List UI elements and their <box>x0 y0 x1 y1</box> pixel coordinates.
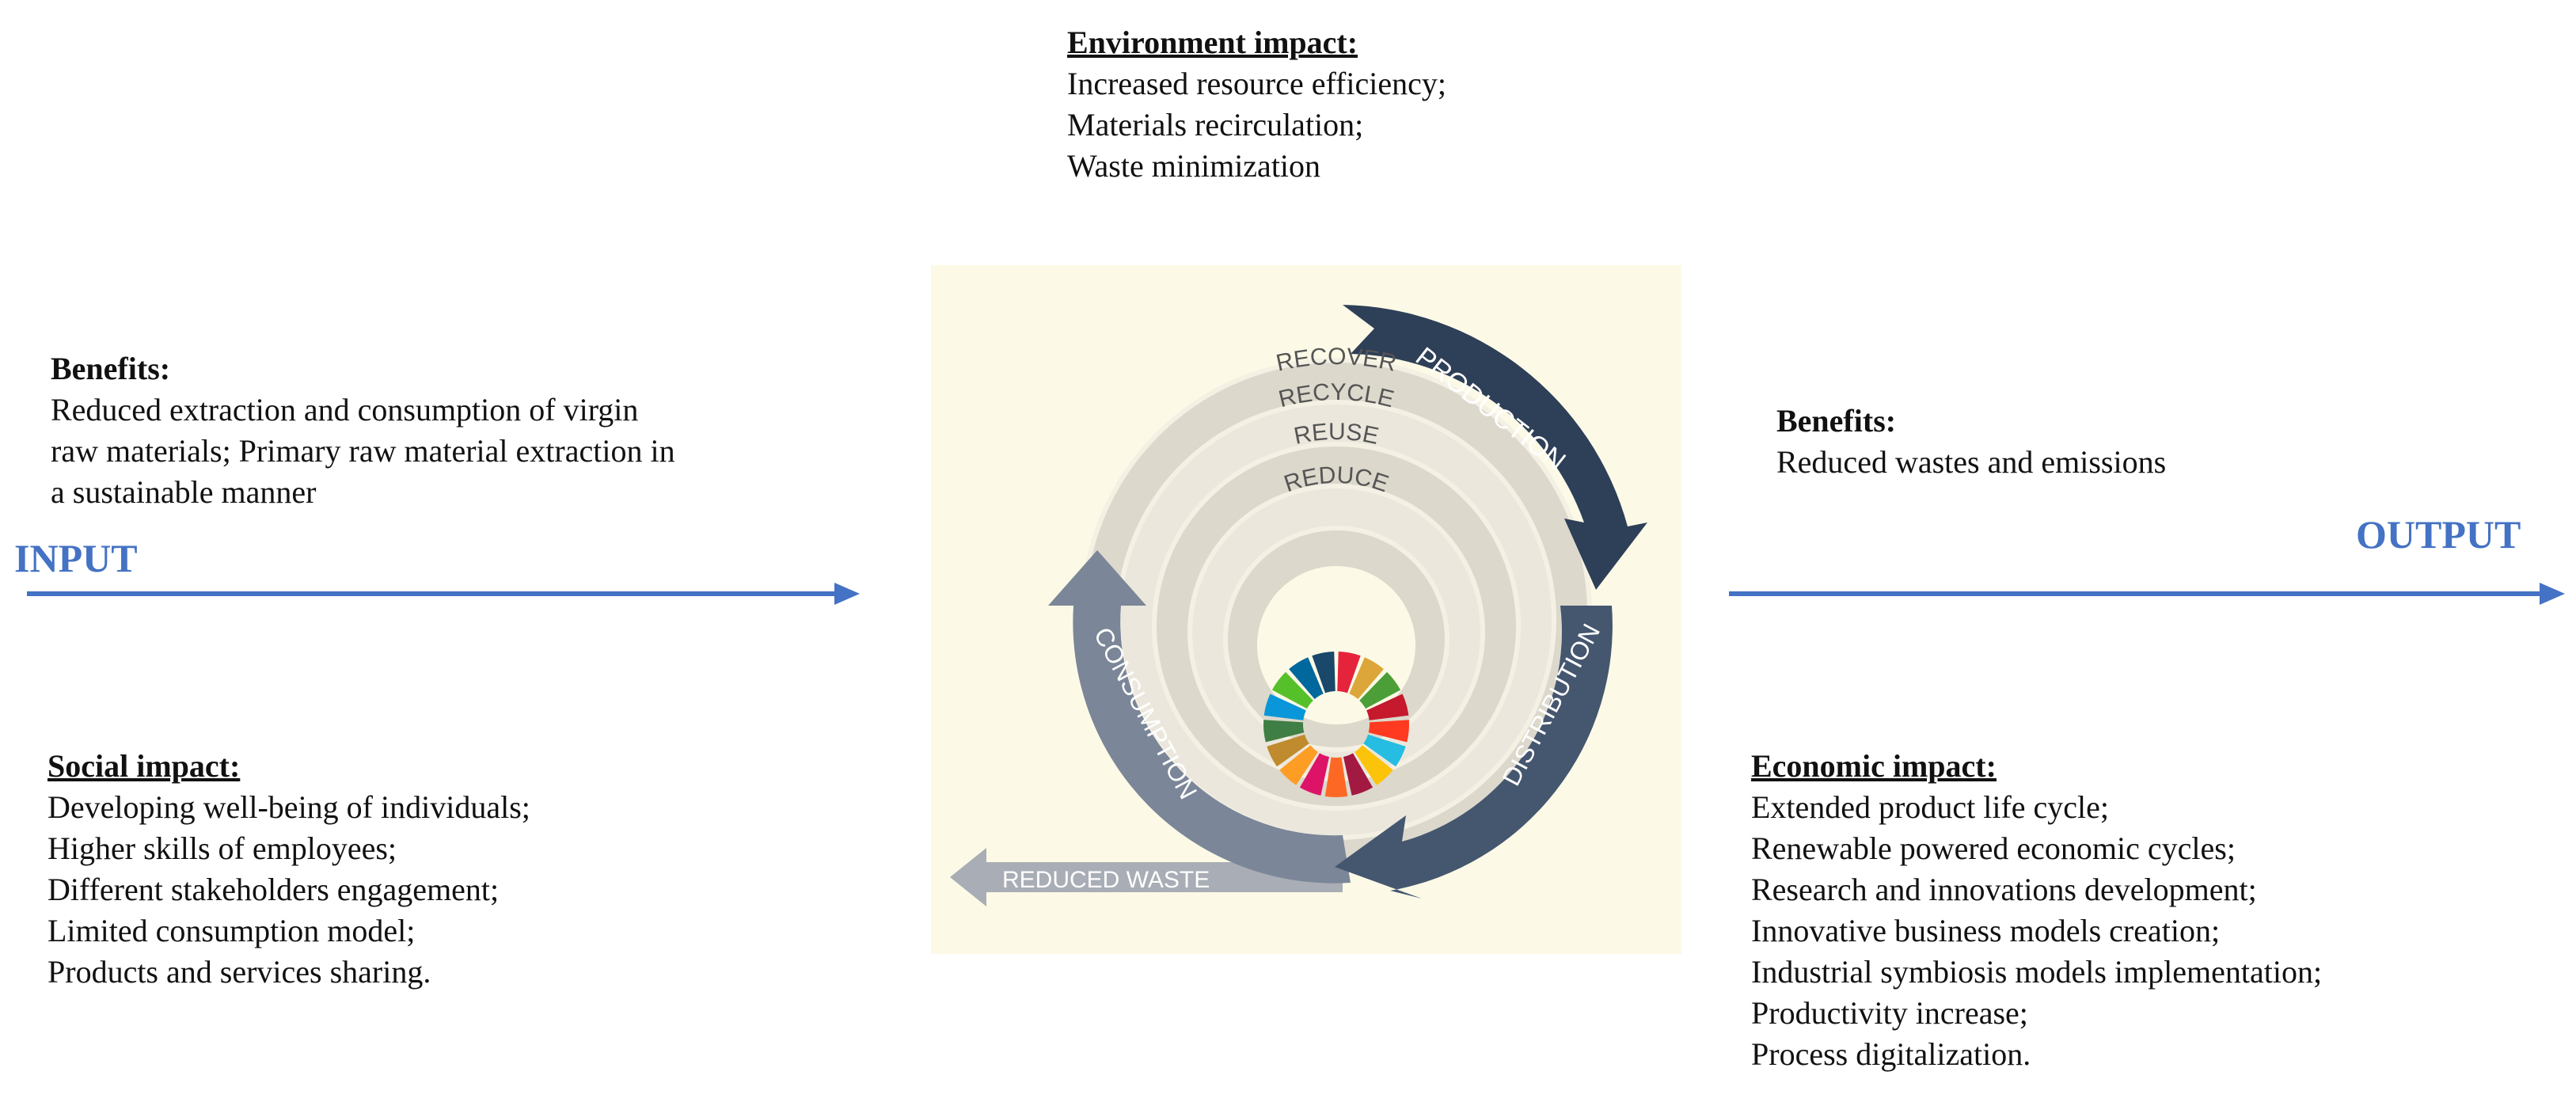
sdg-segment <box>1263 694 1306 720</box>
economic-impact-heading: Economic impact: <box>1751 748 1997 784</box>
environment-impact-heading: Environment impact: <box>1067 25 1358 60</box>
sdg-segment <box>1354 745 1393 785</box>
input-benefits-heading: Benefits: <box>51 351 171 386</box>
economic-impact-block: Economic impact: Extended product life c… <box>1751 746 2322 1075</box>
economic-impact-line: Industrial symbiosis models implementati… <box>1751 954 2323 990</box>
input-benefits-line: Reduced extraction and consumption of vi… <box>51 392 639 428</box>
production-arrow <box>1343 305 1647 590</box>
social-impact-line: Products and services sharing. <box>47 954 431 990</box>
input-arrow <box>27 583 860 605</box>
consumption-arrow <box>1048 550 1351 884</box>
cycle-graphic: REDUCED WASTE PRODUCTION DISTRIBUTION CO… <box>950 305 1647 906</box>
sdg-segment <box>1263 720 1305 743</box>
sdg-segment <box>1267 734 1309 767</box>
input-benefits-block: Benefits: Reduced extraction and consump… <box>51 348 675 513</box>
environment-impact-line: Waste minimization <box>1067 148 1321 184</box>
sdg-segment <box>1299 753 1330 796</box>
environment-impact-line: Increased resource efficiency; <box>1067 66 1446 101</box>
social-impact-heading: Social impact: <box>47 748 241 784</box>
ring-label-reuse: REUSE <box>1292 419 1381 450</box>
economic-impact-line: Renewable powered economic cycles; <box>1751 830 2236 866</box>
sdg-segment <box>1368 720 1409 743</box>
economic-impact-line: Research and innovations development; <box>1751 872 2257 907</box>
sdg-wheel-icon <box>1263 652 1409 797</box>
sdg-segment <box>1312 652 1335 694</box>
economic-impact-line: Process digitalization. <box>1751 1036 2031 1072</box>
input-benefits-line: raw materials; Primary raw material extr… <box>51 433 675 469</box>
environment-impact-block: Environment impact: Increased resource e… <box>1067 22 1446 187</box>
sdg-segment <box>1271 671 1313 709</box>
sdg-segment <box>1366 694 1409 720</box>
circular-economy-diagram: REDUCED WASTE PRODUCTION DISTRIBUTION CO… <box>931 265 1681 954</box>
sdg-segment <box>1289 657 1324 700</box>
sdg-segment <box>1363 734 1406 767</box>
sdg-segment <box>1349 657 1384 700</box>
economic-impact-line: Innovative business models creation; <box>1751 913 2221 948</box>
output-arrow <box>1729 583 2565 605</box>
reduced-waste-label: REDUCED WASTE <box>1002 867 1210 893</box>
social-impact-line: Limited consumption model; <box>47 913 416 948</box>
sdg-segment <box>1343 753 1373 796</box>
social-impact-line: Different stakeholders engagement; <box>47 872 500 907</box>
distribution-arrow <box>1335 606 1613 899</box>
social-impact-block: Social impact: Developing well-being of … <box>47 746 530 993</box>
output-benefits-text: Reduced wastes and emissions <box>1776 444 2167 480</box>
social-impact-line: Higher skills of employees; <box>47 830 397 866</box>
input-benefits-line: a sustainable manner <box>51 474 317 510</box>
environment-impact-line: Materials recirculation; <box>1067 107 1364 142</box>
sdg-segment <box>1324 757 1348 797</box>
output-benefits-heading: Benefits: <box>1776 403 1897 439</box>
sdg-segment <box>1279 745 1318 785</box>
economic-impact-line: Productivity increase; <box>1751 995 2028 1031</box>
output-label: OUTPUT <box>2356 512 2521 557</box>
sdg-segment <box>1359 671 1401 709</box>
social-impact-line: Developing well-being of individuals; <box>47 789 530 825</box>
economic-impact-line: Extended product life cycle; <box>1751 789 2110 825</box>
input-label: INPUT <box>14 536 138 580</box>
sdg-segment <box>1337 652 1361 694</box>
output-benefits-block: Benefits: Reduced wastes and emissions <box>1776 401 2166 483</box>
